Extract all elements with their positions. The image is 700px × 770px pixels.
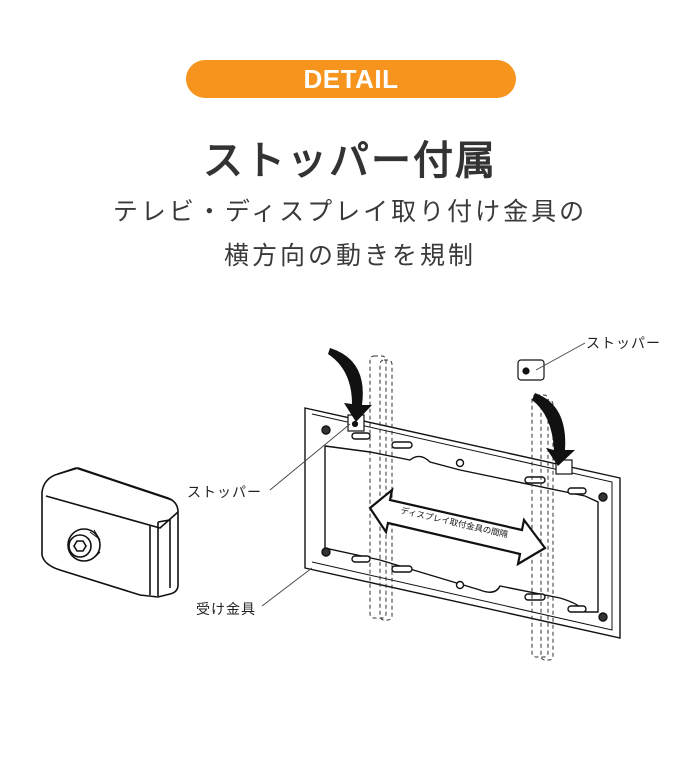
stopper-label-left: ストッパー (187, 485, 262, 501)
detail-badge-label: DETAIL (303, 63, 399, 94)
curved-arrow-right-icon (532, 393, 575, 466)
description-line-2: 横方向の動きを規制 (223, 241, 476, 270)
bracket-label: 受け金具 (196, 602, 256, 618)
detail-badge: DETAIL (186, 60, 516, 98)
stopper-loose-icon (517, 359, 545, 381)
stopper-closeup-icon (41, 467, 179, 598)
page-title: ストッパー付属 (203, 138, 497, 184)
double-arrow-icon (368, 487, 547, 567)
curved-arrow-left-icon (328, 348, 372, 422)
description-line-1: テレビ・ディスプレイ取り付け金具の (112, 197, 588, 226)
stopper-label-top: ストッパー (586, 336, 661, 352)
